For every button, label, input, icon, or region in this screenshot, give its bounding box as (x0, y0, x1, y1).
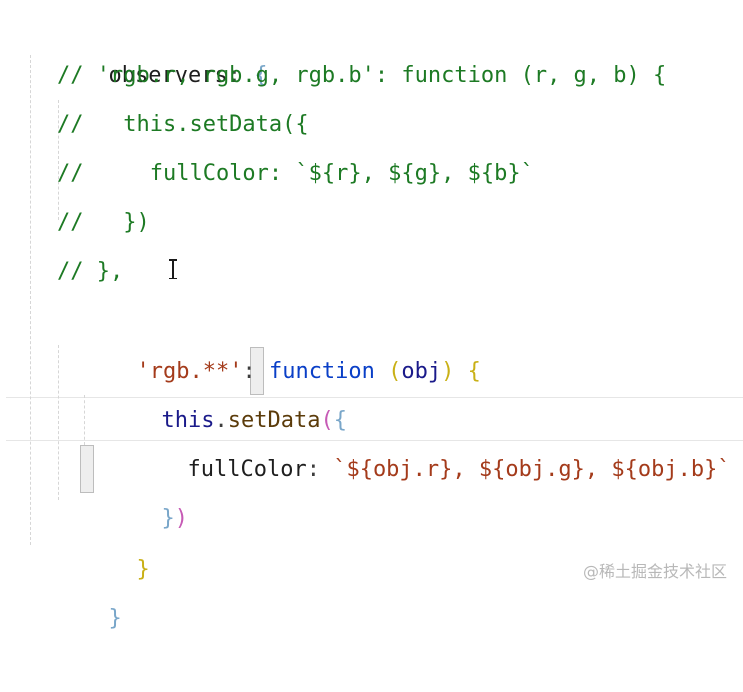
punctuation: . (214, 408, 228, 433)
current-line-highlight (6, 397, 743, 441)
indent-guide (84, 395, 85, 445)
comment: // this.setData({ (57, 112, 309, 137)
code-line[interactable]: }) (0, 445, 743, 531)
open-paren: ( (388, 359, 402, 384)
code-line[interactable]: 'rgb.**': function (obj) { (0, 298, 743, 384)
string-literal: 'rgb.**' (136, 359, 243, 384)
open-brace: { (333, 408, 347, 433)
close-paren: ) (174, 506, 188, 531)
comment: // 'rgb.r, rgb.g, rgb.b': function (r, g… (57, 63, 667, 88)
template-literal: `${obj.r}, ${obj.g}, ${obj.b}` (333, 457, 731, 482)
punctuation: : (306, 457, 334, 482)
code-line[interactable]: // this.setData({ (0, 100, 743, 149)
code-editor[interactable]: observers: { // 'rgb.r, rgb.g, rgb.b': f… (0, 0, 743, 631)
bracket-match-close (80, 445, 94, 493)
bracket-match-open (250, 347, 264, 395)
watermark: @稀土掘金技术社区 (582, 562, 727, 581)
code-line[interactable]: // }, (0, 247, 743, 296)
keyword: function (268, 359, 375, 384)
close-brace: } (136, 557, 150, 582)
this-keyword: this (161, 408, 215, 433)
close-paren: ) (441, 359, 455, 384)
code-line[interactable]: // fullColor: `${r}, ${g}, ${b}` (0, 149, 743, 198)
close-brace: } (161, 506, 175, 531)
comment: // }) (57, 210, 150, 235)
comment: // }, (57, 259, 124, 284)
code-line[interactable]: } (0, 496, 743, 582)
code-line[interactable]: // 'rgb.r, rgb.g, rgb.b': function (r, g… (0, 51, 743, 100)
comment: // fullColor: `${r}, ${g}, ${b}` (57, 161, 534, 186)
method-name: setData (227, 408, 321, 433)
indent-guide (58, 100, 59, 220)
punctuation: : (227, 63, 255, 88)
object-key: fullColor (187, 457, 307, 482)
parameter: obj (401, 359, 442, 384)
indent-guide (58, 345, 59, 500)
close-brace: } (108, 606, 122, 631)
open-brace: { (254, 63, 268, 88)
code-line[interactable]: observers: { (0, 2, 743, 88)
code-line[interactable]: this.setData({ (0, 347, 743, 433)
code-line[interactable]: // }) (0, 198, 743, 247)
punctuation: : (242, 359, 269, 384)
text-cursor-icon (169, 259, 177, 279)
indent-guide (30, 55, 31, 545)
open-paren: ( (320, 408, 334, 433)
object-key: observers (108, 63, 228, 88)
open-brace: { (467, 359, 481, 384)
code-line[interactable]: fullColor: `${obj.r}, ${obj.g}, ${obj.b}… (0, 396, 743, 482)
